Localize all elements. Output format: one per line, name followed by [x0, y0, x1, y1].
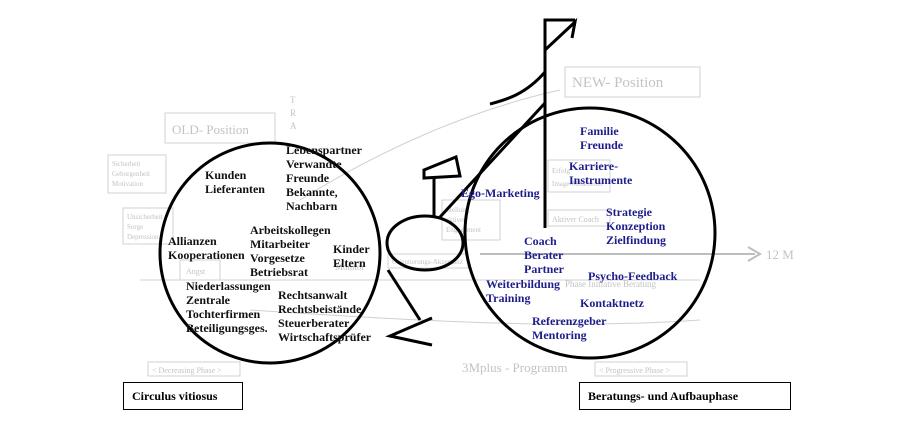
left-group-partners: Lebenspartner Verwandte Freunde Bekannte… — [286, 143, 362, 213]
old-position-label: OLD- Position — [172, 122, 249, 137]
security-label-1: Sicherheit — [112, 160, 140, 168]
security-label-3: Motivation — [112, 180, 144, 188]
box-uncertainty — [122, 207, 174, 245]
success-label-1: Erfolg — [552, 167, 570, 175]
right-group-training: Weiterbildung Training — [486, 277, 561, 305]
left-wheel-circle — [158, 141, 382, 365]
decreasing-phase-label: < Decreasing Phase > — [152, 366, 222, 375]
growth-curve — [299, 89, 561, 201]
right-group-ego-marketing: Ego-Marketing — [461, 186, 540, 200]
uncertainty-label-3: Depression — [127, 233, 159, 241]
left-group-customers: Kunden Lieferanten — [205, 168, 265, 196]
orientation-label: Orientierungs-Akzeptanz — [392, 258, 463, 266]
lower-frame-tube — [386, 269, 422, 321]
left-group-branches: Niederlassungen Zentrale Tochterfirmen B… — [186, 279, 271, 335]
left-group-family: Kinder Eltern — [333, 242, 370, 270]
uncertainty-label-2: Sorge — [127, 223, 143, 231]
right-group-network: Kontaktnetz — [580, 296, 644, 310]
time-axis-arrow — [747, 246, 762, 262]
program-label: 3Mplus - Programm — [462, 360, 567, 375]
box-decreasing-phase — [147, 361, 241, 377]
engagement-label-3: Engagement — [446, 226, 481, 234]
trend-letter-1: T — [290, 95, 296, 105]
trend-letter-3: A — [290, 121, 297, 131]
center-hub-ellipse — [385, 214, 465, 272]
box-progressive-phase — [594, 361, 688, 377]
old-position-box — [164, 112, 276, 144]
progressive-phase-label: < Progressive Phase > — [599, 366, 671, 375]
new-position-label: NEW- Position — [572, 75, 664, 91]
box-success — [547, 159, 611, 193]
initiative-label: Phase Initiative Beratung — [565, 279, 656, 289]
lower-arrow-head — [385, 316, 433, 347]
security-label-2: Geborgenheit — [112, 170, 150, 178]
handlebar-bar — [543, 17, 578, 52]
fear-label: Angst — [186, 267, 206, 276]
left-group-alliances: Allianzen Kooperationen — [168, 234, 245, 262]
engagement-label-2: aktiven — [446, 216, 467, 224]
success-label-2: Image-Mitarbeiter — [552, 180, 604, 188]
left-group-colleagues: Arbeitskollegen Mitarbeiter Vorgesetze B… — [250, 223, 331, 279]
monitor-label: Monitor — [335, 262, 365, 272]
right-wheel-circle — [463, 106, 717, 360]
lower-curve — [249, 309, 701, 325]
engagement-label-1: Stellung — [446, 206, 470, 214]
time-label: 12 M — [766, 247, 794, 262]
right-group-mentoring: Referenzgeber Mentoring — [532, 314, 607, 342]
trend-letter-2: R — [290, 108, 296, 118]
right-group-career-tools: Karriere- Instrumente — [569, 159, 633, 187]
right-group-family: Familie Freunde — [580, 124, 624, 152]
new-position-box — [564, 66, 701, 98]
handlebar-stem — [543, 18, 575, 228]
right-group-coach: Coach Berater Partner — [524, 234, 564, 276]
right-group-psycho-feedback: Psycho-Feedback — [588, 269, 678, 283]
caption-left: Circulus vitiosus — [123, 382, 243, 410]
right-group-strategy: Strategie Konzeption Zielfindung — [606, 205, 667, 247]
caption-right: Beratungs- und Aufbauphase — [579, 382, 791, 410]
box-active-coach — [547, 209, 611, 227]
box-security — [107, 154, 167, 194]
uncertainty-label-1: Unsicherheit — [127, 213, 163, 221]
handlebar-curve — [489, 71, 547, 106]
seat-shape — [422, 154, 462, 180]
active-coach-label: Aktiver Coach — [552, 215, 599, 224]
left-group-advisors: Rechtsanwalt Rechtsbeistände Steuerberat… — [278, 288, 372, 344]
top-frame-tube — [438, 101, 547, 219]
